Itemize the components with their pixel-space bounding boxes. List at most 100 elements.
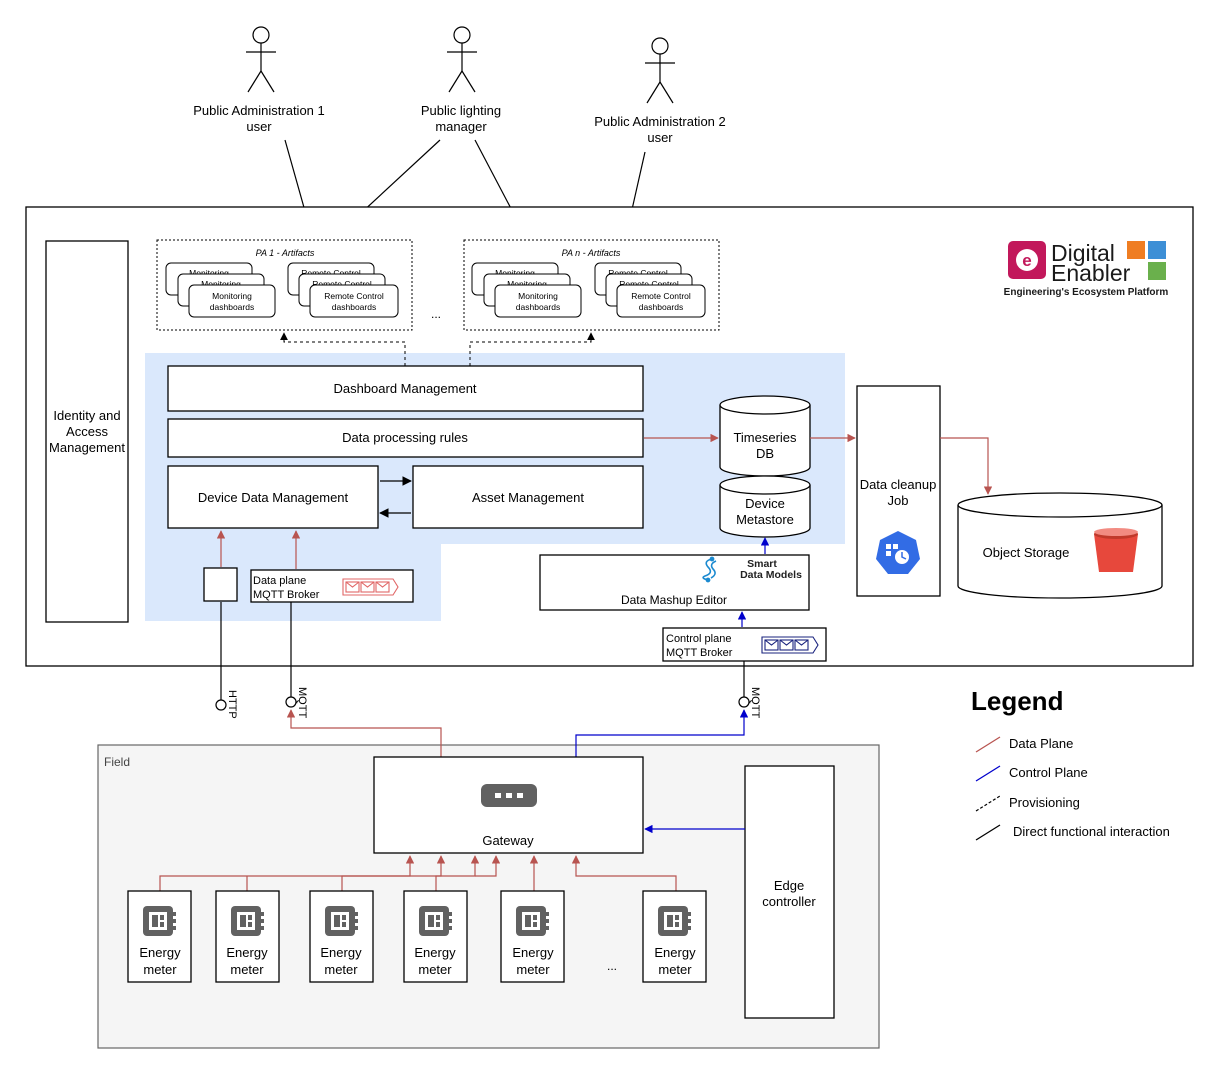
mqtt-data-port-icon — [285, 696, 297, 708]
legend: Legend Data Plane Control Plane Provisio… — [971, 686, 1170, 841]
control-broker-label-2: MQTT Broker — [666, 647, 733, 659]
data-broker-queue-icon — [342, 578, 399, 596]
smart-data-models-icon — [702, 556, 717, 583]
device-metastore: Device Metastore — [719, 475, 811, 538]
pa1-monitoring-stack: Monitoring Monitoring Monitoring dashboa… — [165, 262, 276, 318]
control-plane-broker: Control plane MQTT Broker — [662, 627, 827, 662]
meter-label-2: meter — [324, 962, 358, 977]
pan-monitoring-back-2: Monitoring — [507, 279, 547, 289]
energy-meters: Energy meter Energy meter — [127, 890, 707, 983]
provision-to-pan — [469, 332, 595, 366]
pan-monitoring-label-1: Monitoring — [518, 291, 558, 301]
meter-label-2: meter — [418, 962, 452, 977]
legend-data-plane-swatch — [975, 736, 1001, 753]
timeseries-db-label-2: DB — [756, 446, 774, 461]
uplink-gateway-to-mqtt-control — [575, 709, 749, 757]
data-processing-rules-label: Data processing rules — [342, 430, 468, 445]
pan-remote-back-2: Remote Control — [619, 279, 679, 289]
iam-label-3: Management — [49, 440, 125, 455]
device-metastore-label-2: Metastore — [736, 512, 794, 527]
ddm-asset-arrows — [379, 476, 412, 518]
pan-remote-label-2: dashboards — [639, 302, 683, 312]
actor-pa2-label-2: user — [647, 130, 673, 145]
http-port-icon — [215, 699, 227, 711]
uplink-meter-6 — [571, 855, 677, 891]
edge-controller-label-1: Edge — [774, 878, 804, 893]
uplink-meter-4b — [475, 855, 501, 877]
dashboard-management-label: Dashboard Management — [333, 381, 476, 396]
control-broker-queue-icon — [761, 636, 819, 654]
uplink-meter-3 — [341, 855, 446, 891]
energy-meter: Energy meter — [309, 890, 374, 983]
logo-square-green — [1148, 262, 1166, 280]
device-data-management: Device Data Management — [167, 465, 379, 529]
meter-label-1: Energy — [226, 945, 268, 960]
legend-direct-swatch — [975, 824, 1001, 841]
object-storage: Object Storage — [957, 492, 1163, 599]
data-plane-broker: Data plane MQTT Broker — [250, 569, 414, 603]
arrow-cleanup-to-storage — [940, 437, 993, 495]
meter-chip-icon — [231, 906, 264, 936]
pan-monitoring-stack: Monitoring Monitoring Monitoring dashboa… — [471, 262, 582, 318]
legend-direct-label: Direct functional interaction — [1013, 824, 1170, 839]
platform-data-arrows — [216, 433, 993, 569]
uplink-meter-4 — [435, 855, 480, 891]
meter-label-2: meter — [516, 962, 550, 977]
logo-tagline: Engineering's Ecosystem Platform — [1004, 287, 1169, 298]
energy-meter: Energy meter — [642, 890, 707, 983]
dashboard-management: Dashboard Management — [167, 365, 644, 412]
mqtt-control-port-icon — [738, 696, 750, 708]
data-broker-label-2: MQTT Broker — [253, 589, 320, 601]
interface-mqtt-data: MQTT — [285, 602, 308, 718]
meter-label-1: Energy — [512, 945, 554, 960]
meter-label-1: Energy — [654, 945, 696, 960]
pa1-monitoring-back-2: Monitoring — [201, 279, 241, 289]
actor-pa2-figure-icon — [645, 37, 675, 104]
actor-pa1-label-2: user — [246, 119, 272, 134]
kubernetes-job-icon — [876, 531, 920, 574]
data-processing-rules: Data processing rules — [167, 418, 644, 458]
meter-uplinks — [159, 855, 677, 891]
uplink-meter-1 — [159, 855, 415, 891]
energy-meter: Energy meter — [500, 890, 565, 983]
data-mashup-editor: Data Mashup Editor Smart Data Models — [539, 554, 810, 611]
data-cleanup-label-1: Data cleanup — [860, 477, 937, 492]
actor-lighting-manager: Public lighting manager — [421, 26, 501, 134]
pa1-monitoring-label-2: dashboards — [210, 302, 254, 312]
meters-ellipsis: ... — [607, 959, 617, 973]
meter-chip-icon — [516, 906, 549, 936]
meter-chip-icon — [325, 906, 358, 936]
pan-artifacts-title: PA n - Artifacts — [562, 248, 621, 258]
meter-chip-icon — [143, 906, 176, 936]
energy-meter: Energy meter — [127, 890, 192, 983]
asset-management: Asset Management — [412, 465, 644, 529]
energy-meter: Energy meter — [403, 890, 468, 983]
pa1-monitoring-label-1: Monitoring — [212, 291, 252, 301]
meter-label-1: Energy — [414, 945, 456, 960]
actor-pa2-label-1: Public Administration 2 — [594, 114, 726, 129]
data-broker-label-1: Data plane — [253, 575, 306, 587]
pan-monitoring-label-2: dashboards — [516, 302, 560, 312]
energy-meter: Energy meter — [215, 890, 280, 983]
legend-data-plane-label: Data Plane — [1009, 736, 1073, 751]
smart-data-models-logo: Smart Data Models — [702, 556, 802, 583]
actor-pa1-label-1: Public Administration 1 — [193, 103, 325, 118]
interface-http: HTTP — [215, 602, 238, 719]
iam-label-1: Identity and — [53, 408, 120, 423]
uplink-gateway-to-mqtt-data — [286, 709, 442, 757]
pan-remote-back-1: Remote Control — [608, 268, 668, 278]
device-metastore-label-1: Device — [745, 496, 785, 511]
pan-artifacts: PA n - Artifacts Monitoring Monitoring M… — [463, 239, 720, 331]
pa1-remote-label-2: dashboards — [332, 302, 376, 312]
meter-label-1: Energy — [139, 945, 181, 960]
pa1-remote-stack: Remote Control Remote Control Remote Con… — [287, 262, 399, 318]
edge-controller: Edge controller — [744, 765, 835, 1019]
http-adapter-box — [203, 567, 238, 602]
digital-enabler-logo: e Digital Enabler Engineering's Ecosyste… — [1004, 240, 1169, 298]
iam-label-2: Access — [66, 424, 108, 439]
legend-control-plane-swatch — [975, 765, 1001, 782]
data-cleanup-job: Data cleanup Job — [856, 385, 941, 597]
actor-pa2: Public Administration 2 user — [594, 37, 726, 145]
pan-remote-label-1: Remote Control — [631, 291, 691, 301]
iam-box: Identity and Access Management — [45, 240, 129, 623]
